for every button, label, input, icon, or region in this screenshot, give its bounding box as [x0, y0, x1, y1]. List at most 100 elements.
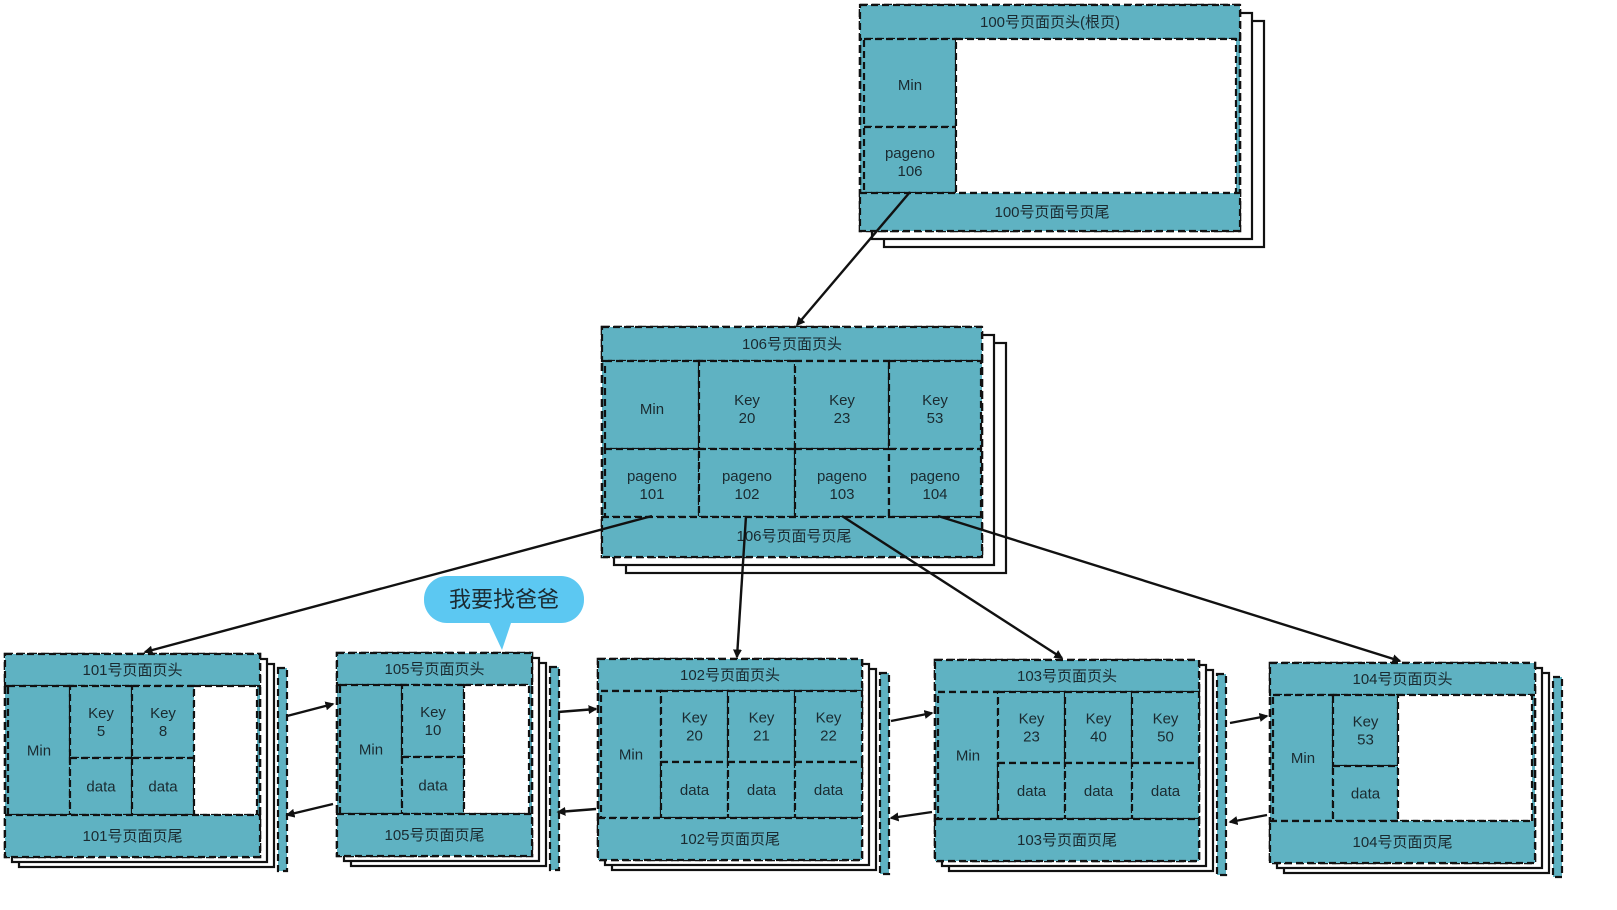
page-105-footer	[335, 812, 534, 858]
page-101-data-text: data	[148, 779, 178, 796]
page-102-footer	[596, 816, 864, 862]
page-100-ptr-cell	[862, 125, 958, 195]
page-stack-edge	[878, 671, 891, 876]
page-104-footer-text: 104号页面页尾	[1352, 834, 1452, 851]
page-103-footer-text: 103号页面页尾	[1017, 832, 1117, 849]
arrow-106-to-103	[841, 514, 1064, 660]
page-106-ptr-cell	[603, 447, 701, 519]
page-101-footer-text: 101号页面页尾	[82, 828, 182, 845]
page-103-header-text: 103号页面页头	[1017, 668, 1117, 685]
page-102-data-cell	[793, 760, 864, 820]
speech-bubble-body	[424, 576, 584, 623]
arrow-106-to-101	[143, 514, 653, 655]
page-103-data-text: data	[1151, 783, 1181, 800]
page-102-min-text: Min	[619, 747, 643, 764]
page-103-key-cell	[1130, 690, 1201, 765]
page-104-header	[1268, 661, 1537, 697]
page-101-min-text: Min	[27, 743, 51, 760]
arrow-prev-105-101	[285, 802, 334, 818]
page-102-key-cell	[793, 689, 864, 764]
page-104-data-text: data	[1351, 786, 1381, 803]
page-105-key-cell	[400, 683, 466, 759]
arrow-next-103-104	[1229, 712, 1269, 725]
page-102-footer-text: 102号页面页尾	[680, 831, 780, 848]
page-102-header-text: 102号页面页头	[680, 667, 780, 684]
arrow-prev-102-105	[556, 806, 597, 816]
arrow-106-to-104	[937, 514, 1402, 664]
page-105-min-text: Min	[359, 742, 383, 759]
arrow-prev-104-103	[1228, 813, 1268, 826]
page-103-key-cell	[996, 690, 1067, 765]
page-103-footer	[933, 817, 1201, 863]
page-105-footer-text: 105号页面页尾	[384, 827, 484, 844]
page-100-footer	[858, 191, 1242, 233]
page-102-data-text: data	[814, 782, 844, 799]
page-stack-edge	[276, 666, 289, 873]
page-102-data-text: data	[680, 782, 710, 799]
page-101-key-cell	[68, 684, 134, 760]
page-100-header-text: 100号页面页头(根页)	[980, 14, 1120, 31]
page-104-header-text: 104号页面页头	[1352, 671, 1452, 688]
page-105-header-text: 105号页面页头	[384, 661, 484, 678]
page-100-min-text: Min	[898, 77, 922, 94]
page-103-min-cell	[936, 690, 1000, 821]
page-102-header	[596, 657, 864, 693]
page-106-header	[600, 325, 984, 363]
page-105-free-space	[462, 683, 531, 816]
page-101-data-text: data	[86, 779, 116, 796]
arrow-next-102-103	[890, 710, 934, 723]
page-103-data-cell	[1130, 761, 1201, 821]
page-101-header	[3, 652, 262, 688]
page-104-min-cell	[1271, 693, 1335, 823]
page-106-ptr-cell	[697, 447, 797, 519]
page-102-key-cell	[726, 689, 797, 764]
page-106-ptr-cell	[887, 447, 983, 519]
page-101-header-text: 101号页面页头	[82, 662, 182, 679]
page-101-free-space	[192, 684, 259, 817]
page-100-header	[858, 3, 1242, 41]
page-104-data-cell	[1331, 764, 1400, 823]
page-100-free-space	[954, 37, 1238, 195]
page-101-key-cell	[130, 684, 196, 760]
page-106-key-cell	[603, 359, 701, 451]
page-103-data-text: data	[1017, 783, 1047, 800]
page-102-data-text: data	[747, 782, 777, 799]
arrow-next-101-105	[286, 701, 335, 718]
page-stack-edge	[1215, 672, 1228, 877]
page-103-header	[933, 658, 1201, 694]
page-104-min-text: Min	[1291, 750, 1315, 767]
page-105-data-text: data	[418, 778, 448, 795]
arrow-106-to-102	[732, 515, 748, 659]
page-106-key-cell	[887, 359, 983, 451]
page-102-key-cell	[659, 689, 730, 764]
page-102-min-cell	[599, 689, 663, 820]
page-stack-edge	[1551, 675, 1564, 879]
page-104-footer	[1268, 819, 1537, 865]
page-100-footer-text: 100号页面号页尾	[994, 204, 1109, 221]
arrow-next-105-102	[557, 705, 598, 715]
arrow-prev-103-102	[889, 810, 933, 822]
page-104-free-space	[1396, 693, 1534, 823]
